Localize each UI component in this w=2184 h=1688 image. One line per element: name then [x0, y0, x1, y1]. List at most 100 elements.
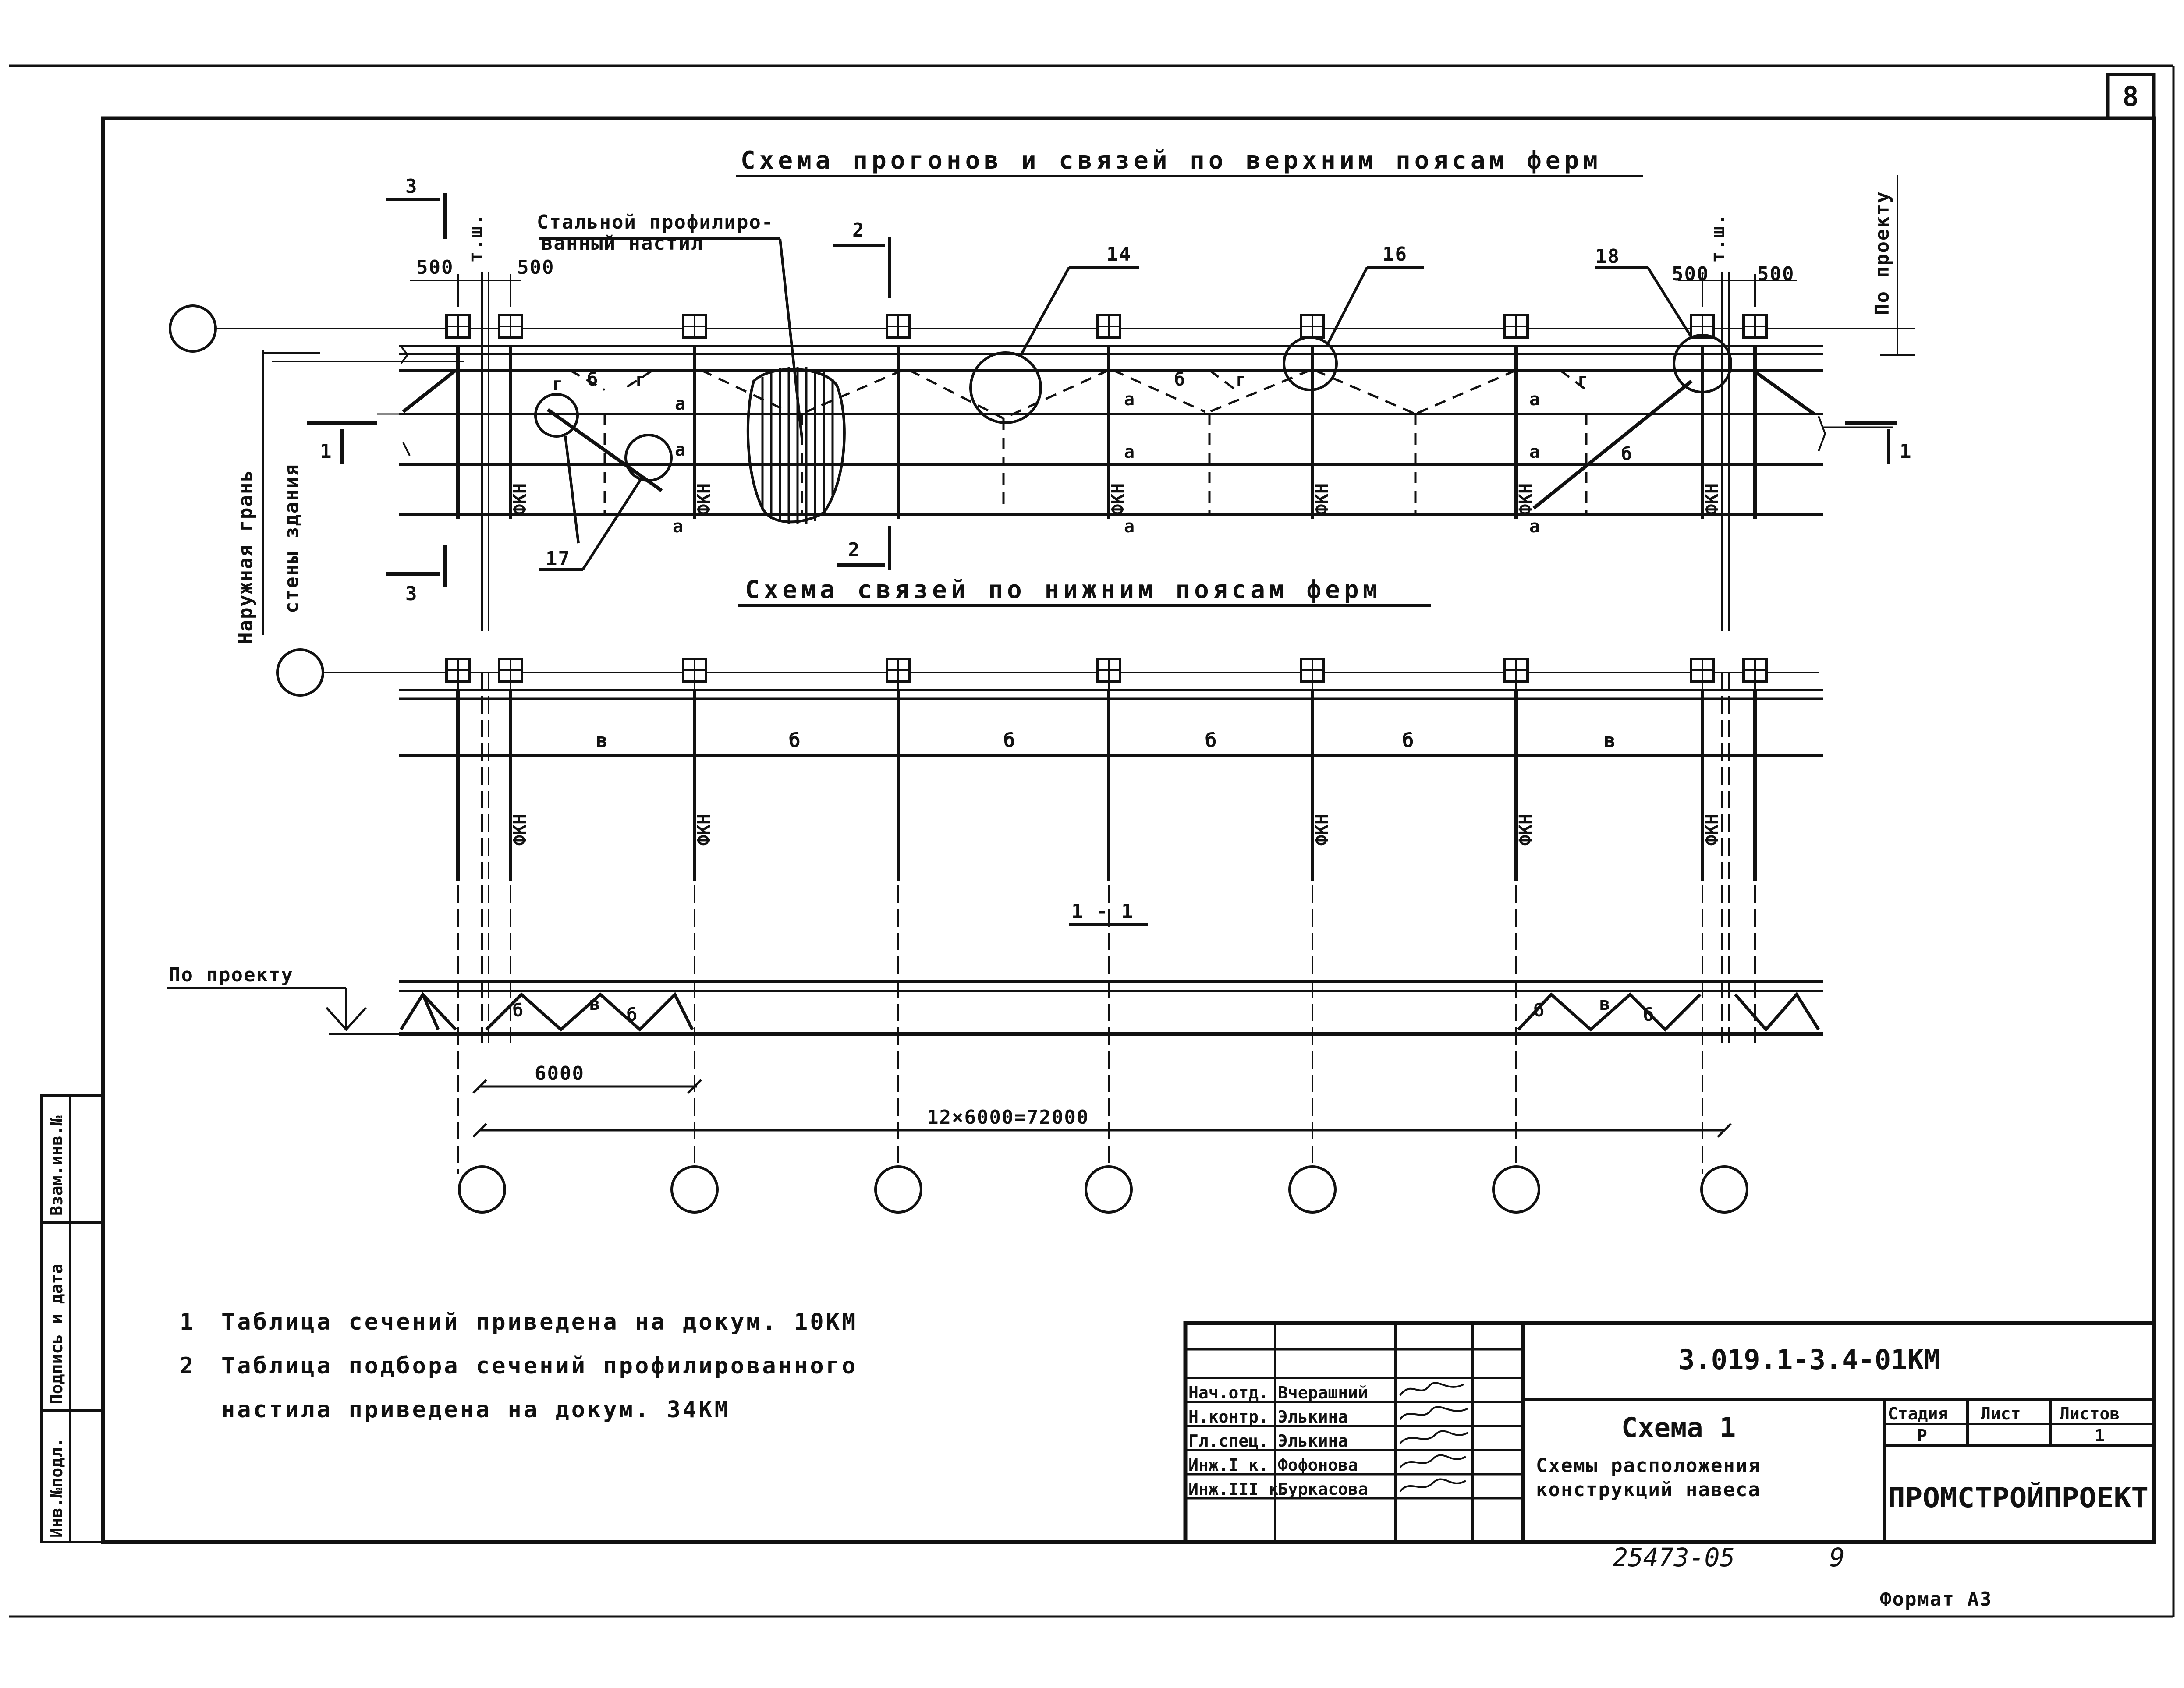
- side-stamp: [40, 1094, 104, 1543]
- brace-marks-top: а а а а а а а а а б б б г г г г: [552, 370, 1632, 537]
- axis-bubble: [276, 648, 324, 697]
- title-top-plan: Схема прогонов и связей по верхним пояса…: [741, 146, 1602, 175]
- svg-text:1: 1: [180, 1309, 195, 1335]
- svg-text:Нач.отд.: Нач.отд.: [1188, 1383, 1269, 1402]
- decking-hatch: [746, 367, 846, 524]
- svg-text:а: а: [1124, 442, 1135, 462]
- section-2-bottom: 2: [848, 539, 861, 561]
- scheme-desc-2: конструкций навеса: [1536, 1479, 1761, 1501]
- svg-text:ФКН: ФКН: [1702, 814, 1722, 846]
- title-bottom-plan: Схема связей по нижним поясам ферм: [745, 576, 1381, 604]
- scheme-name: Схема 1: [1621, 1412, 1736, 1444]
- section-brace-marks: б в б б в б: [513, 994, 1654, 1025]
- archive-number: 25473-05: [1613, 1543, 1735, 1572]
- detail-callouts: [534, 237, 1732, 571]
- val-stage: Р: [1917, 1426, 1927, 1445]
- callout-18: 18: [1595, 245, 1620, 268]
- svg-text:ФКН: ФКН: [1108, 483, 1128, 515]
- dim-500-c: 500: [1672, 263, 1709, 285]
- val-sheets: 1: [2095, 1426, 2105, 1445]
- hdr-stage: Стадия: [1888, 1404, 1948, 1423]
- svg-text:г: г: [635, 370, 646, 390]
- svg-text:Вчерашний: Вчерашний: [1278, 1383, 1368, 1402]
- svg-text:а: а: [1124, 389, 1135, 410]
- top-purlin-caps: [447, 315, 1766, 338]
- dim-500-d: 500: [1757, 263, 1794, 285]
- svg-text:а: а: [1529, 389, 1540, 410]
- axis-bubble: [169, 304, 217, 353]
- svg-text:б: б: [1174, 370, 1185, 390]
- svg-text:б: б: [1621, 444, 1632, 464]
- svg-text:а: а: [1529, 517, 1540, 537]
- axis-bubbles-bottom: [458, 1165, 1748, 1214]
- notes: 1 Таблица сечений приведена на докум. 10…: [180, 1309, 858, 1423]
- svg-text:Элькина: Элькина: [1278, 1407, 1348, 1426]
- section-3-bottom: 3: [405, 583, 418, 605]
- svg-text:Инж.III к.: Инж.III к.: [1188, 1479, 1289, 1499]
- svg-text:а: а: [675, 440, 685, 460]
- svg-text:а: а: [1124, 517, 1135, 537]
- section-structure: [399, 672, 1823, 1174]
- by-project-right: По проекту: [1871, 191, 1893, 315]
- svg-text:г: г: [1578, 370, 1588, 390]
- svg-text:ФКН: ФКН: [1516, 483, 1536, 515]
- svg-text:ФКН: ФКН: [1312, 814, 1332, 846]
- svg-text:г: г: [1236, 370, 1246, 390]
- truss-labels-bottom: ФКН ФКН ФКН ФКН ФКН: [510, 814, 1722, 846]
- stamp-inv: Инв.№подл.: [47, 1437, 66, 1538]
- svg-text:Элькина: Элькина: [1278, 1431, 1348, 1451]
- stamp-replace: Взам.инв.№: [47, 1115, 66, 1216]
- scheme-desc-1: Схемы расположения: [1536, 1454, 1761, 1477]
- dim-500-a: 500: [416, 256, 454, 279]
- svg-text:в: в: [1599, 994, 1610, 1014]
- svg-text:г: г: [552, 374, 563, 394]
- svg-text:Таблица подбора сечений профил: Таблица подбора сечений профилированного: [221, 1353, 858, 1379]
- svg-text:Инж.I к.: Инж.I к.: [1188, 1455, 1269, 1475]
- dim-bay: 6000: [535, 1062, 585, 1085]
- dimension-lines: [472, 1079, 1732, 1138]
- svg-text:Гл.спец.: Гл.спец.: [1188, 1431, 1269, 1451]
- section-marks: [307, 193, 1897, 587]
- svg-text:а: а: [673, 517, 683, 537]
- outer-face-label: Наружная грань: [234, 469, 257, 644]
- wall-label: стены здания: [280, 464, 303, 613]
- title-block: [1183, 1321, 2156, 1544]
- svg-text:ФКН: ФКН: [1312, 483, 1332, 515]
- doc-code: 3.019.1-3.4-01КМ: [1678, 1344, 1940, 1376]
- svg-text:б: б: [587, 370, 598, 390]
- dims-500: [410, 272, 1797, 631]
- signatures: [1399, 1382, 1468, 1493]
- svg-text:а: а: [675, 394, 685, 414]
- sheet-number: 8: [2122, 81, 2138, 113]
- org-name: ПРОМСТРОЙПРОЕКТ: [1888, 1482, 2149, 1514]
- sheet-frame: [9, 64, 2175, 1618]
- svg-text:б: б: [1205, 729, 1218, 752]
- callout-17: 17: [546, 548, 571, 570]
- section-1-left: 1: [320, 440, 333, 463]
- svg-text:б: б: [789, 729, 801, 752]
- svg-text:б: б: [1003, 729, 1016, 752]
- by-project-left: По проекту: [169, 964, 294, 986]
- svg-text:ФКН: ФКН: [1516, 814, 1536, 846]
- svg-text:Фофонова: Фофонова: [1278, 1455, 1358, 1475]
- section-1-right: 1: [1900, 440, 1912, 463]
- hdr-sheet: Лист: [1981, 1404, 2021, 1423]
- truss-labels-top: ФКН ФКН ФКН ФКН ФКН ФКН: [510, 483, 1722, 515]
- decking-label-2: ванный настил: [541, 232, 703, 255]
- svg-text:ФКН: ФКН: [694, 483, 714, 515]
- top-plan-structure: [272, 345, 1893, 519]
- bay-letters: в б б б б в: [596, 729, 1616, 752]
- joint-label-right: т.ш.: [1707, 213, 1729, 263]
- joint-label-left: т.ш.: [464, 213, 487, 263]
- callout-14: 14: [1106, 243, 1131, 265]
- section-3-top: 3: [405, 175, 418, 198]
- decking-label-1: Стальной профилиро-: [537, 211, 774, 234]
- sheet-format: Формат А3: [1880, 1588, 1992, 1610]
- svg-text:Таблица сечений приведена на д: Таблица сечений приведена на докум. 10КМ: [221, 1309, 858, 1335]
- svg-text:б: б: [627, 1005, 637, 1025]
- svg-text:б: б: [1643, 1005, 1654, 1025]
- section-2-top: 2: [852, 219, 865, 241]
- svg-text:б: б: [513, 1001, 523, 1021]
- svg-text:б: б: [1534, 1001, 1544, 1021]
